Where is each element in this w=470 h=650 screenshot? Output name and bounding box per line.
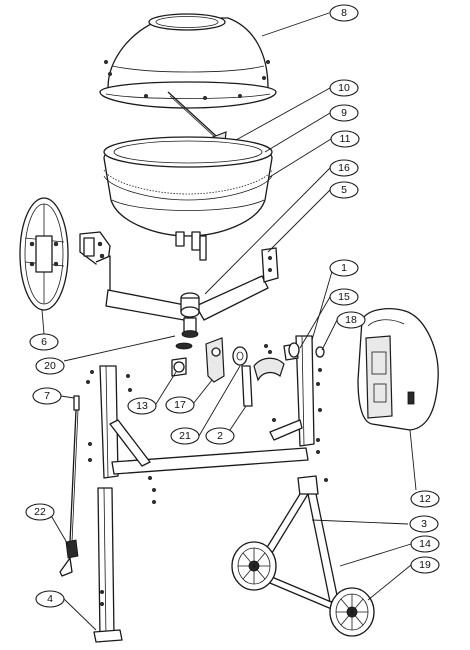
callout-label: 15 (338, 291, 350, 303)
callout-label: 4 (47, 593, 53, 605)
callout-label: 7 (44, 390, 50, 402)
callout-label: 2 (217, 430, 223, 442)
callout-label: 8 (341, 7, 347, 19)
callout-label: 20 (44, 360, 56, 372)
callout-label: 17 (174, 399, 186, 411)
part-upper-drum (99, 13, 277, 109)
part-handwheel (19, 197, 69, 311)
callout-group: 8 10 9 11 16 5 1 15 18 6 20 7 13 17 21 2… (25, 4, 440, 608)
callout-label: 1 (341, 262, 347, 274)
callout-label: 13 (136, 400, 148, 412)
callout-label: 18 (345, 314, 357, 326)
callout-9: 9 (329, 104, 359, 122)
callout-13: 13 (127, 397, 157, 415)
callout-label: 5 (341, 184, 347, 196)
callout-label: 10 (338, 82, 350, 94)
callout-18: 18 (336, 311, 366, 329)
part-frame (93, 335, 339, 643)
callout-label: 9 (341, 107, 347, 119)
part-wheel-rear (329, 587, 375, 637)
callout-5: 5 (329, 181, 359, 199)
callout-2: 2 (205, 427, 235, 445)
callout-label: 21 (179, 430, 191, 442)
callout-6: 6 (29, 333, 59, 351)
callout-label: 22 (34, 506, 46, 518)
callout-8: 8 (329, 4, 359, 22)
part-lower-drum (103, 136, 273, 237)
callout-label: 6 (41, 336, 47, 348)
part-tilt-mechanism (171, 337, 325, 407)
callout-7: 7 (32, 387, 62, 405)
frame-bolts (85, 367, 329, 607)
callout-label: 12 (419, 493, 431, 505)
part-wheel-front (231, 541, 277, 591)
drum-shaft (175, 231, 207, 261)
drum-bolts (103, 59, 271, 101)
callout-10: 10 (329, 79, 359, 97)
callout-22: 22 (25, 503, 55, 521)
callout-label: 19 (419, 559, 431, 571)
callout-4: 4 (35, 590, 65, 608)
callout-15: 15 (329, 288, 359, 306)
callout-1: 1 (329, 259, 359, 277)
callout-11: 11 (330, 130, 360, 148)
callout-20: 20 (35, 357, 65, 375)
callout-17: 17 (165, 396, 195, 414)
callout-label: 16 (338, 162, 350, 174)
callout-label: 3 (421, 518, 427, 530)
callout-12: 12 (410, 490, 440, 508)
callout-label: 14 (419, 538, 431, 550)
callout-16: 16 (329, 159, 359, 177)
callout-14: 14 (410, 535, 440, 553)
part-motor-cover (357, 308, 439, 431)
part-yoke-arm (79, 231, 279, 338)
callout-label: 11 (340, 133, 351, 145)
part-ring-gear (103, 169, 273, 201)
callout-21: 21 (170, 427, 200, 445)
callout-19: 19 (410, 556, 440, 574)
part-tilt-lever (59, 395, 80, 577)
callout-3: 3 (409, 515, 439, 533)
